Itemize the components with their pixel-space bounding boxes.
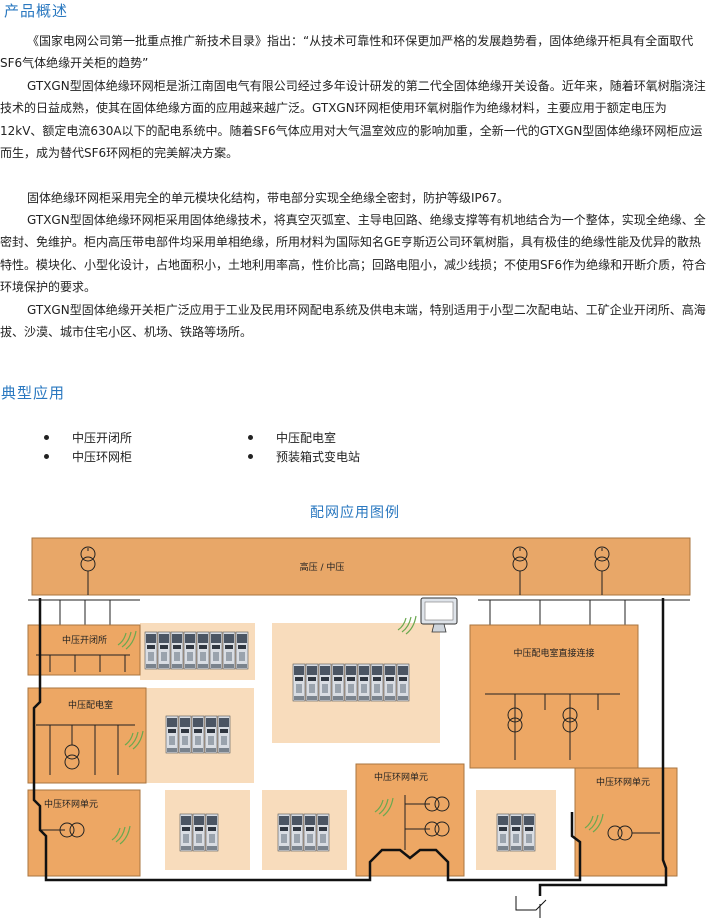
box-switching-station: 中压开闭所	[27, 624, 141, 676]
svg-text:中压环网单元: 中压环网单元	[596, 776, 650, 788]
monitor-icon	[397, 597, 458, 635]
svg-text:中压环网单元: 中压环网单元	[44, 798, 98, 810]
ground-terminal	[515, 896, 547, 918]
bullet-icon	[44, 454, 49, 459]
bullet-icon	[248, 435, 253, 440]
diagram-title: 配网应用图例	[310, 505, 400, 521]
paragraph-1: 《国家电网公司第一批重点推广新技术目录》指出：“从技术可靠性和环保更加严格的发展…	[0, 34, 694, 71]
main-bus-label: 高压 / 中压	[300, 561, 345, 573]
bullet-icon	[44, 435, 49, 440]
box-distribution-room: 中压配电室	[27, 687, 147, 784]
paragraph-5: GTXGN型固体绝缘开关柜广泛应用于工业及民用环网配电系统及供电末端，特别适用于…	[0, 303, 706, 340]
box-direct-connection: 中压配电室直接连接	[469, 624, 639, 769]
box-ring-unit-right: 中压环网单元	[574, 767, 678, 877]
paragraph-3: 固体绝缘环网柜采用完全的单元模块化结构，带电部分实现全绝缘全密封，防护等级IP6…	[27, 191, 510, 205]
cabinet-group	[496, 813, 536, 852]
svg-text:中压配电室: 中压配电室	[68, 699, 113, 711]
bullet-icon	[248, 454, 253, 459]
paragraph-2: GTXGN型固体绝缘环网柜是浙江南固电气有限公司经过多年设计研发的第二代全固体绝…	[0, 79, 706, 160]
main-bus: 高压 / 中压	[31, 537, 691, 596]
feeder-lines	[28, 599, 690, 625]
ring-cable	[32, 598, 668, 896]
paragraph-4: GTXGN型固体绝缘环网柜采用固体绝缘技术，将真空灭弧室、主导电回路、绝缘支撑等…	[0, 213, 707, 294]
cabinet-group	[292, 663, 410, 702]
svg-text:中压环网单元: 中压环网单元	[374, 771, 428, 783]
overview-heading: 产品概述	[4, 2, 69, 20]
svg-text:中压配电室直接连接: 中压配电室直接连接	[513, 647, 594, 659]
cabinet-group	[179, 813, 219, 852]
cabinet-group	[165, 715, 231, 754]
svg-text:中压开闭所: 中压开闭所	[62, 634, 107, 646]
applications-heading: 典型应用	[1, 384, 66, 402]
